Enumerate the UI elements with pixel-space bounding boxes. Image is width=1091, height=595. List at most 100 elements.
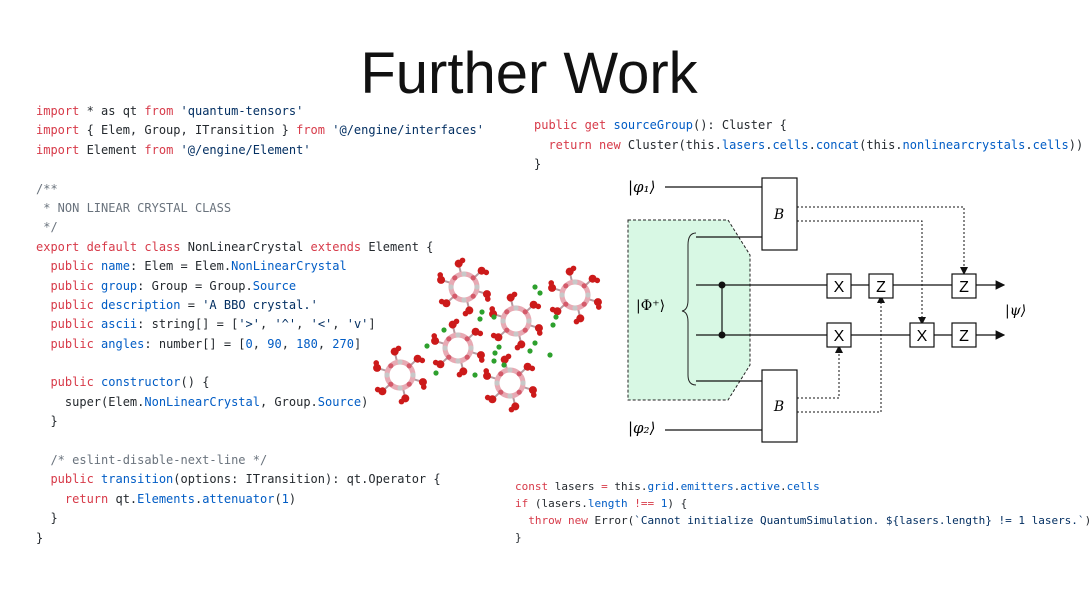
code-token: )) (1068, 137, 1084, 152)
code-token (94, 317, 101, 331)
bell-measurement-box-top (761, 177, 798, 251)
code-token: . (733, 480, 741, 493)
code-token: const (515, 480, 549, 493)
code-block-lasers-check: const lasers = this.grid.emitters.active… (515, 478, 1091, 546)
code-token: name (101, 259, 130, 274)
code-token: } (36, 530, 44, 545)
code-token: . (673, 480, 681, 493)
code-line: super(Elem.NonLinearCrystal, Group.Sourc… (36, 393, 484, 412)
code-line: } (36, 412, 484, 431)
code-block-nonlinear-crystal: import * as qt from 'quantum-tensors'imp… (36, 102, 484, 548)
code-token: : Elem = Elem. (129, 259, 232, 274)
classical-top-to-x3 (797, 220, 923, 322)
code-token: Source (317, 394, 362, 409)
code-token: '@/engine/interfaces' (332, 123, 484, 138)
code-token: 1 (660, 497, 668, 510)
code-line: import { Elem, Group, ITransition } from… (36, 121, 484, 140)
gate-x-1 (826, 273, 852, 299)
code-token: public (36, 317, 94, 332)
small-molecule-dot (424, 343, 430, 349)
code-line: public constructor() { (36, 373, 484, 392)
code-line: } (515, 529, 1091, 546)
code-token: 0 (245, 336, 253, 351)
code-token: transition (101, 472, 174, 487)
code-token: emitters (680, 480, 734, 493)
code-token: '<' (310, 317, 333, 332)
gate-x-2 (826, 322, 852, 348)
code-token: throw new (515, 514, 588, 527)
state-label-Phi-plus: |Φ⁺⟩ (636, 298, 665, 314)
code-token: , (260, 317, 275, 332)
arrowhead (877, 295, 885, 303)
code-token: export default class (36, 239, 181, 254)
code-token: ascii (101, 317, 138, 332)
code-line: export default class NonLinearCrystal ex… (36, 238, 484, 257)
code-token: from (144, 142, 174, 157)
molecule-cluster (373, 345, 427, 405)
code-token: . (194, 491, 203, 506)
code-token: ] (353, 336, 362, 351)
quantum-circuit-diagram: B B X Z Z X X Z |φ₁⟩ |φ₂⟩ |Φ⁺⟩ |ψ⟩ (627, 177, 1026, 443)
code-token: . (779, 480, 787, 493)
code-token: = (601, 480, 608, 493)
molecule-cluster (483, 353, 537, 413)
code-line: * NON LINEAR CRYSTAL CLASS (36, 199, 484, 218)
code-token: } (36, 511, 58, 526)
code-token: /** (36, 181, 58, 196)
arrowhead (918, 317, 926, 325)
code-token: !== (634, 497, 655, 510)
code-line: if (lasers.length !== 1) { (515, 495, 1091, 512)
molecule-cluster (437, 257, 491, 317)
code-token: concat (815, 137, 860, 152)
code-token: active (740, 480, 780, 493)
code-token: . (808, 137, 816, 152)
code-token: angles (101, 336, 145, 351)
code-line: public angles: number[] = [0, 90, 180, 2… (36, 335, 484, 354)
small-molecule-dot (441, 327, 447, 333)
code-token: lasers (548, 480, 602, 493)
code-token: } (36, 414, 58, 429)
code-token: grid (647, 480, 674, 493)
code-token: 1 (281, 491, 289, 506)
code-token: Source (252, 278, 297, 293)
code-token: , (252, 336, 268, 351)
code-token: 'quantum-tensors' (180, 104, 304, 118)
code-token: import (36, 104, 80, 118)
code-token: Cluster(this. (620, 137, 722, 152)
code-token: { Elem, Group, ITransition } (79, 123, 297, 138)
bell-box-top-label: B (773, 207, 784, 223)
code-line: public ascii: string[] = ['>', '^', '<',… (36, 315, 484, 334)
code-token: extends (310, 239, 362, 254)
code-token: Element { (361, 239, 434, 254)
code-token: super(Elem. (36, 394, 145, 409)
code-token: NonLinearCrystal (231, 259, 347, 274)
arrowhead (835, 345, 843, 353)
code-line: /** (36, 180, 484, 199)
code-token: cells (1032, 137, 1069, 152)
code-line: */ (36, 218, 484, 237)
state-label-phi1: |φ₁⟩ (628, 178, 655, 196)
code-token (94, 259, 101, 273)
code-token: public get (534, 118, 607, 132)
small-molecule-dot (532, 284, 538, 290)
code-token: } (515, 531, 522, 544)
code-token: , (281, 336, 297, 351)
bell-measurement-box-bottom (761, 369, 798, 443)
code-token: = (180, 297, 203, 312)
small-molecule-dot (491, 358, 497, 364)
code-line: } (36, 529, 484, 548)
code-token: this. (607, 480, 648, 493)
small-molecule-dot (501, 362, 507, 368)
code-token: from (144, 104, 174, 118)
code-token: NonLinearCrystal (180, 239, 311, 254)
code-token: 'v' (346, 317, 369, 332)
code-token: ) (288, 491, 297, 506)
code-token: 180 (296, 336, 318, 351)
control-dot-1 (718, 281, 726, 289)
code-token: */ (36, 220, 58, 235)
code-token: ) (1084, 514, 1091, 527)
code-token (173, 104, 180, 118)
code-token: 'A BBO crystal.' (202, 297, 318, 312)
gate-z-3-label: Z (959, 279, 969, 296)
gate-z-1 (868, 273, 894, 299)
